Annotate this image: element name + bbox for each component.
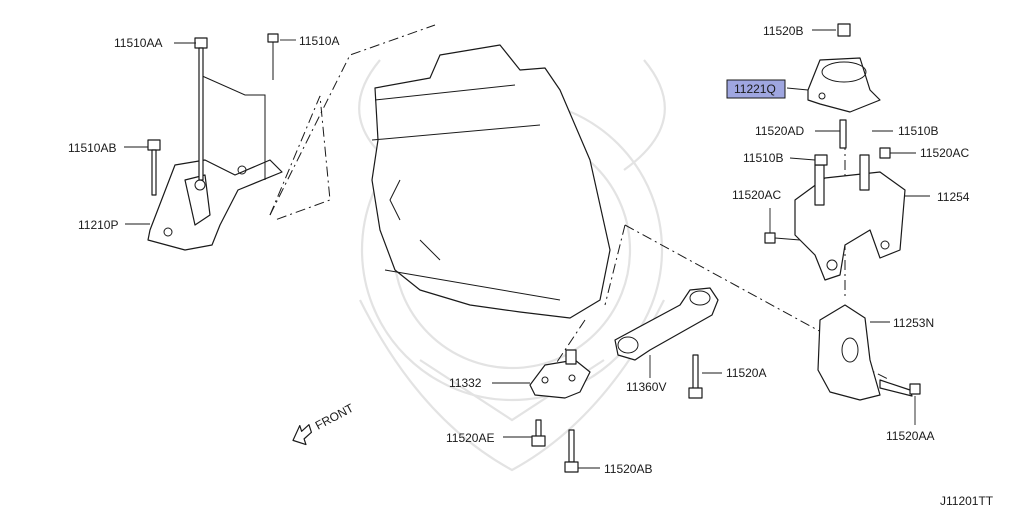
callout-11360V[interactable]: 11360V [626,380,666,394]
callout-11520AC-right[interactable]: 11520AC [920,146,969,160]
callout-11510B-left[interactable]: 11510B [743,151,783,165]
front-direction-indicator: FRONT [292,401,357,446]
callout-11520B[interactable]: 11520B [763,24,803,38]
support-bracket [529,349,591,399]
bolt-11520AB [564,429,579,473]
callout-11510AB[interactable]: 11510AB [68,141,117,155]
callout-11520AC-left[interactable]: 11520AC [732,188,781,202]
bolt-11510AA [194,37,208,181]
callout-11221Q[interactable]: 11221Q [734,82,776,96]
highlighted-part-box [726,79,786,99]
bolt-11510AB [147,139,161,196]
callout-11254[interactable]: 11254 [937,190,970,204]
torque-rod [614,287,719,399]
callout-11510A[interactable]: 11510A [299,34,339,48]
right-lower-mount [817,304,921,401]
callout-11510B-right[interactable]: 11510B [898,124,938,138]
engine-mount-insulator [807,23,881,149]
callout-11332[interactable]: 11332 [449,376,482,390]
callout-11253N[interactable]: 11253N [893,316,934,330]
leader-lines [124,29,930,469]
callout-11520AD[interactable]: 11520AD [755,124,804,138]
bolt-11520AE [531,419,546,447]
right-mount-bracket [764,147,906,281]
left-mount-bracket [147,74,283,251]
diagram-code: J11201TT [940,494,994,508]
callout-11520AA[interactable]: 11520AA [886,429,935,443]
bolt-11510A [267,33,279,80]
callout-11520A[interactable]: 11520A [726,366,766,380]
callout-11520AE[interactable]: 11520AE [446,431,495,445]
front-label: FRONT [313,401,357,433]
callout-11210P[interactable]: 11210P [78,218,118,232]
callout-11510AA[interactable]: 11510AA [114,36,163,50]
engine-block [371,44,611,319]
callout-11520AB[interactable]: 11520AB [604,462,653,476]
